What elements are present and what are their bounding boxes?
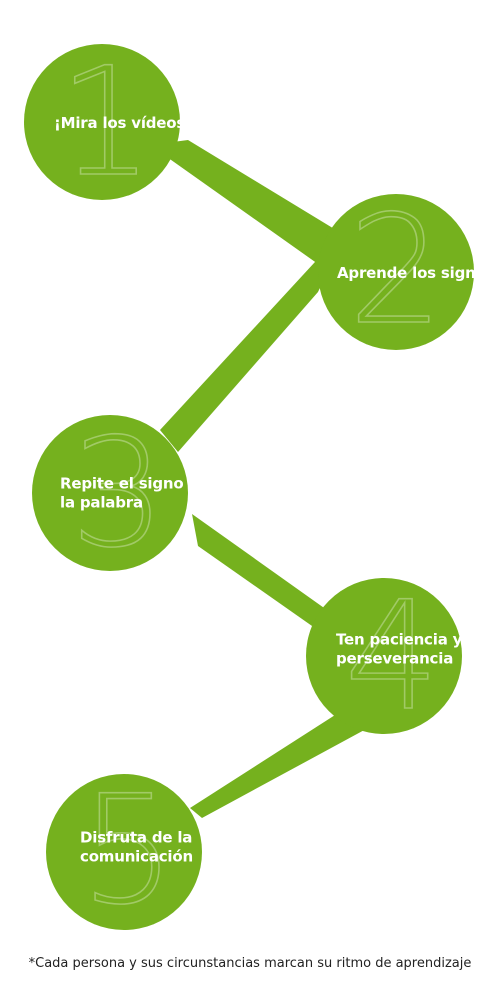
step-number: 4 xyxy=(344,570,439,744)
step-circle xyxy=(46,774,202,930)
step-circle xyxy=(318,194,474,350)
connector-1-2 xyxy=(150,140,336,264)
step-number: 1 xyxy=(58,36,153,210)
step-circle xyxy=(24,44,180,200)
step-circle xyxy=(32,415,188,571)
connector-3-4 xyxy=(192,514,334,640)
step-label-line: Disfruta de la xyxy=(80,829,192,847)
step-label-line: Aprende los signos xyxy=(337,264,495,282)
step-circle xyxy=(306,578,462,734)
connectors xyxy=(150,140,368,818)
step-label-line: Ten paciencia y xyxy=(336,631,463,649)
step-label-line: perseverancia xyxy=(336,650,453,668)
footnote: *Cada persona y sus circunstancias marca… xyxy=(28,956,472,971)
step-label: ¡Mira los vídeos! xyxy=(54,114,192,132)
step-label-line: comunicación xyxy=(80,848,193,866)
step-number: 5 xyxy=(80,764,175,938)
step-label-line: Repite el signo con xyxy=(60,475,218,493)
step-label-line: ¡Mira los vídeos! xyxy=(54,114,192,132)
step-number: 3 xyxy=(70,407,165,581)
step-label-line: la palabra xyxy=(60,494,143,512)
step-label: Aprende los signos xyxy=(337,264,495,282)
step-number: 2 xyxy=(348,184,443,358)
step-1: 1¡Mira los vídeos! xyxy=(24,35,192,211)
connector-4-5 xyxy=(190,708,368,818)
connector-2-3 xyxy=(160,224,350,452)
